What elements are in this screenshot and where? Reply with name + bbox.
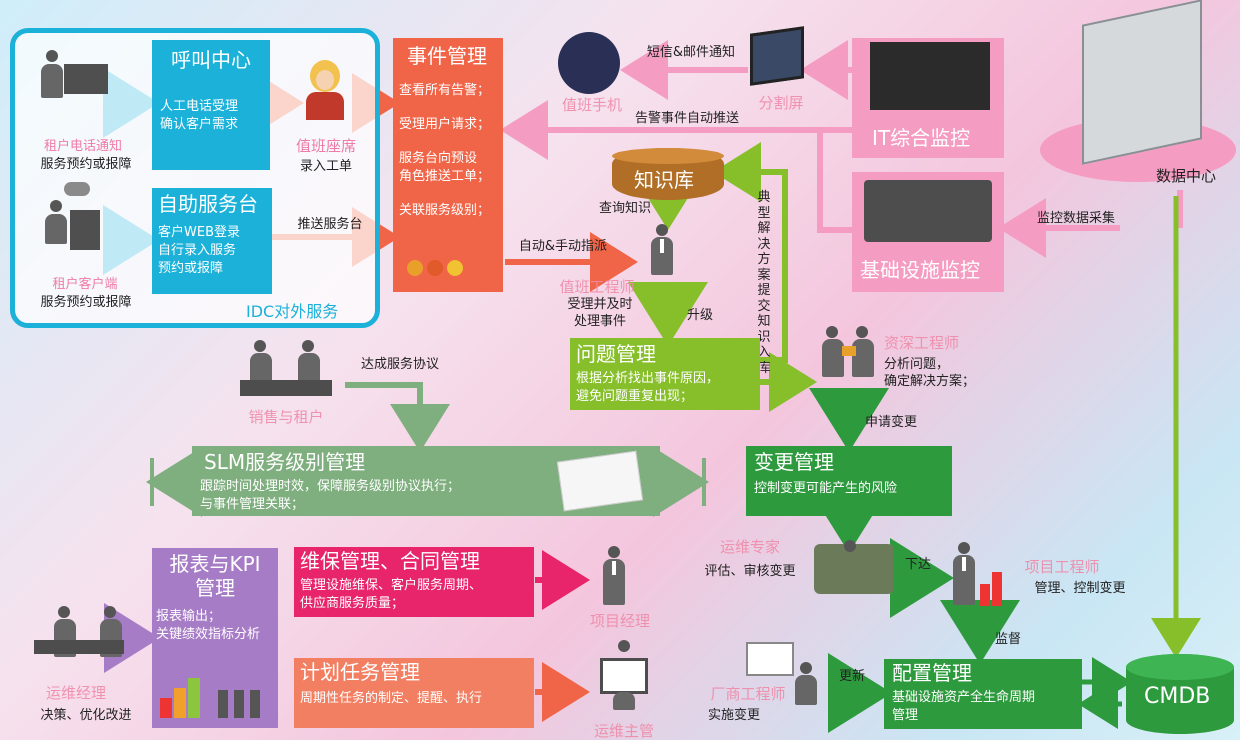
config-title: 配置管理 [892, 661, 972, 685]
generator-icon [864, 180, 992, 242]
report-desc: 报表输出； 关键绩效指标分析 [156, 609, 261, 642]
event-item-3: 服务台向预设 角色推送工单； [399, 151, 491, 184]
datacenter-label: 数据中心 [1155, 167, 1216, 185]
project-manager-name: 项目经理 [589, 612, 650, 630]
duty-engineer-name: 值班工程师 [559, 278, 635, 296]
issue-label: 下达 [904, 557, 931, 572]
duty-seat-name: 值班座席 [295, 137, 356, 155]
change-desc: 控制变更可能产生的风险 [754, 481, 898, 496]
monitor-collect-label: 监控数据采集 [1036, 211, 1115, 226]
plan-desc: 周期性任务的制定、提醒、执行 [300, 691, 483, 706]
ops-expert-desc: 评估、审核变更 [704, 564, 796, 579]
plan-box: 计划任务管理 周期性任务的制定、提醒、执行 [294, 658, 534, 728]
problem-title: 问题管理 [576, 342, 656, 366]
vendor-engineer-name: 厂商工程师 [710, 685, 786, 703]
sms-email-label: 短信&邮件通知 [646, 45, 736, 60]
knowledge-title: 知识库 [634, 168, 694, 192]
senior-engineer-desc: 分析问题， 确定解决方案； [884, 357, 976, 389]
infra-monitor-box: 基础设施监控 [852, 172, 1004, 292]
idc-frame-label: IDC对外服务 [246, 302, 339, 321]
datacenter-building-icon [1082, 0, 1202, 165]
phone-notify-icon [558, 32, 620, 94]
selfservice-desc: 客户WEB登录 自行录入服务 预约或报障 [158, 225, 240, 276]
callcenter-box: 呼叫中心 人工电话受理 确认客户需求 [152, 40, 270, 170]
project-engineer-desc: 管理、控制变更 [1034, 581, 1126, 596]
gears-icon [407, 260, 487, 282]
project-engineer-name: 项目工程师 [1024, 558, 1100, 576]
it-monitor-title: IT综合监控 [872, 126, 971, 150]
callcenter-desc: 人工电话受理 确认客户需求 [160, 99, 239, 132]
ops-manager-name: 运维经理 [45, 684, 106, 702]
vendor-engineer-desc: 实施变更 [707, 708, 760, 723]
server-rack-icon [870, 42, 990, 110]
slm-box: SLM服务级别管理 跟踪时间处理时效，保障服务级别协议执行； 与事件管理关联； [192, 446, 660, 516]
dispatch-label: 自动&手动指派 [518, 239, 608, 254]
problem-desc: 根据分析找出事件原因， 避免问题重复出现； [576, 371, 720, 404]
report-title: 报表与KPI 管理 [169, 552, 261, 600]
cmdb-cylinder: CMDB [1126, 654, 1234, 734]
change-title: 变更管理 [754, 450, 834, 474]
event-item-1: 查看所有告警； [399, 83, 491, 98]
tenant-phone-sub: 服务预约或报障 [40, 157, 132, 172]
agreement-label: 达成服务协议 [360, 357, 439, 372]
push-servicedesk-label: 推送服务台 [297, 217, 363, 232]
arrow-sales-to-slm [345, 382, 450, 452]
slm-title: SLM服务级别管理 [204, 450, 366, 474]
selfservice-title: 自助服务台 [158, 192, 258, 216]
duty-seat-sub: 录入工单 [299, 159, 352, 174]
duty-phone-label: 值班手机 [561, 96, 622, 114]
arrow-infra-to-itmon [817, 127, 852, 233]
split-screen-icon [750, 26, 804, 86]
query-knowledge-label: 查询知识 [598, 201, 651, 216]
event-item-4: 关联服务级别； [399, 203, 491, 218]
supervise-label: 监督 [994, 632, 1021, 647]
sales-tenant-name: 销售与租户 [248, 408, 324, 426]
vendor-board-icon [746, 642, 794, 676]
kb-submit-label: 典 型 解 决 方 案 提 交 知 识 入 库 [757, 190, 771, 376]
config-desc: 基础设施资产全生命周期 管理 [892, 690, 1036, 723]
knowledge-cylinder: 知识库 [612, 148, 724, 200]
callcenter-title: 呼叫中心 [171, 48, 251, 72]
event-box: 事件管理 查看所有告警； 受理用户请求； 服务台向预设 角色推送工单； 关联服务… [393, 38, 503, 292]
ops-manager-desc: 决策、优化改进 [40, 708, 132, 723]
maint-title: 维保管理、合同管理 [300, 549, 480, 573]
maint-desc: 管理设施维保、客户服务周期、 供应商服务质量； [300, 578, 483, 611]
senior-engineer-name: 资深工程师 [884, 334, 960, 352]
plan-title: 计划任务管理 [300, 660, 420, 684]
tenant-client-sub: 服务预约或报障 [40, 295, 132, 310]
maint-box: 维保管理、合同管理 管理设施维保、客户服务周期、 供应商服务质量； [294, 547, 534, 617]
cmdb-label: CMDB [1144, 684, 1211, 709]
update-label: 更新 [838, 669, 865, 684]
tenant-client-name: 租户客户端 [52, 277, 118, 292]
slm-desc: 跟踪时间处理时效，保障服务级别协议执行； 与事件管理关联； [200, 479, 461, 512]
config-box: 配置管理 基础设施资产全生命周期 管理 [884, 659, 1082, 729]
event-title: 事件管理 [407, 44, 487, 68]
split-screen-label: 分割屏 [758, 94, 804, 112]
it-monitor-box: IT综合监控 [852, 38, 1004, 158]
ops-expert-name: 运维专家 [719, 538, 780, 556]
kpi-chart-icon [160, 676, 268, 720]
tenant-phone-name: 租户电话通知 [43, 139, 122, 154]
ops-supervisor-name: 运维主管 [593, 722, 654, 740]
cloud-icon [64, 182, 90, 196]
event-item-2: 受理用户请求； [399, 117, 491, 132]
alarm-push-label: 告警事件自动推送 [634, 111, 739, 126]
duty-engineer-desc: 受理并及时 处理事件 [567, 297, 633, 329]
upgrade-label: 升级 [686, 308, 713, 323]
report-box: 报表与KPI 管理 报表输出； 关键绩效指标分析 [152, 548, 278, 728]
infra-monitor-title: 基础设施监控 [860, 258, 980, 282]
apply-change-label: 申请变更 [864, 415, 917, 430]
change-box: 变更管理 控制变更可能产生的风险 [746, 446, 952, 516]
selfservice-box: 自助服务台 客户WEB登录 自行录入服务 预约或报障 [152, 188, 272, 294]
problem-box: 问题管理 根据分析找出事件原因， 避免问题重复出现； [570, 338, 760, 410]
